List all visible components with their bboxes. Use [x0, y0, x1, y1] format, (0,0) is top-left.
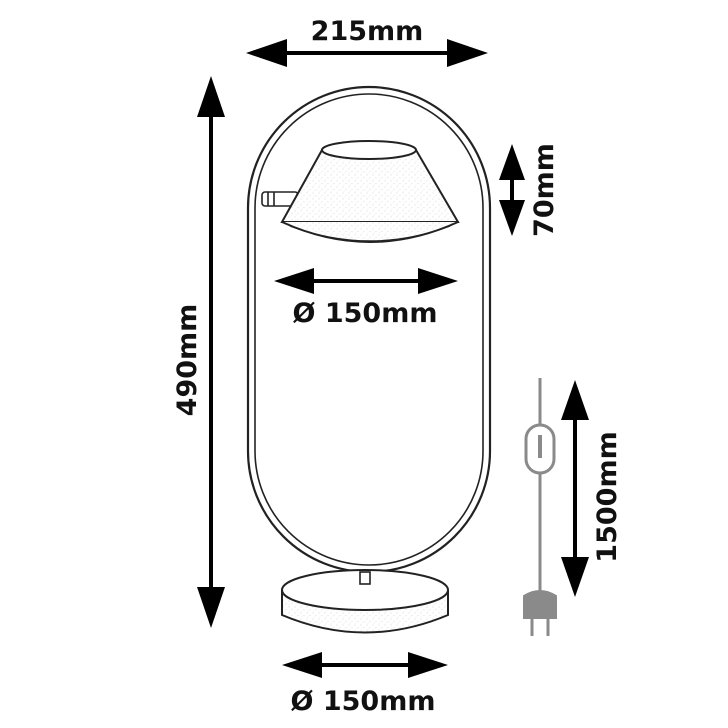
plug-icon — [523, 590, 557, 619]
cable-length-label: 1500mm — [592, 431, 623, 562]
power-cable — [523, 378, 557, 636]
dimension-arrows — [197, 39, 589, 678]
shade-diameter-label: Ø 150mm — [293, 298, 438, 329]
width-arrow — [246, 39, 488, 67]
base-diameter-arrow — [282, 652, 448, 678]
base-stem — [359, 571, 371, 585]
oval-frame-inner — [254, 93, 484, 566]
height-arrow — [197, 76, 225, 628]
shade-height-arrow — [499, 144, 525, 236]
shade-height-label: 70mm — [529, 143, 560, 237]
base-diameter-label: Ø 150mm — [291, 686, 436, 717]
height-label: 490mm — [172, 304, 203, 417]
lamp-illustration — [246, 85, 492, 634]
cable-length-arrow — [561, 380, 589, 597]
shade-diameter-arrow — [274, 268, 458, 294]
width-label: 215mm — [311, 16, 424, 47]
shade-joint — [261, 191, 299, 207]
lamp-base — [281, 569, 449, 634]
lamp-shade — [280, 140, 460, 243]
